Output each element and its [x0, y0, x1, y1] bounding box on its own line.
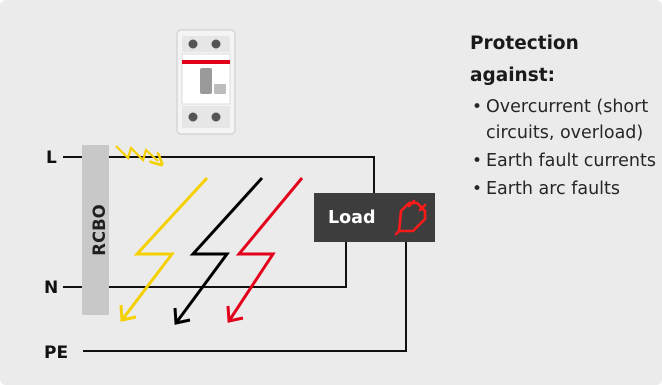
fault-arrow-black	[173, 176, 264, 325]
load-box: Load	[314, 193, 435, 242]
earth-wire	[83, 242, 407, 352]
protection-list: •Overcurrent (short circuits, overload) …	[470, 94, 660, 202]
earth-conductor-label: PE	[44, 343, 68, 363]
neutral-conductor-label: N	[44, 278, 58, 298]
plug-icon	[394, 199, 427, 236]
protection-item-arc-faults: Earth arc faults	[486, 179, 621, 199]
bullet-icon: •	[472, 179, 483, 199]
line-wire	[109, 156, 375, 193]
neutral-wire	[109, 242, 347, 288]
fault-arrow-red	[226, 177, 304, 323]
protection-item-overcurrent: Overcurrent (short circuits, overload)	[486, 97, 649, 143]
load-label: Load	[328, 208, 376, 228]
fault-arrow-yellow	[119, 176, 209, 322]
bullet-icon: •	[472, 151, 483, 171]
list-item: •Earth fault currents	[470, 148, 660, 174]
list-item: •Overcurrent (short circuits, overload)	[470, 94, 660, 146]
rcbo-label: RCBO	[90, 204, 109, 255]
protection-title: Protection against:	[470, 33, 579, 86]
protection-item-earth-fault: Earth fault currents	[486, 151, 657, 171]
protection-panel: Protection against: •Overcurrent (short …	[470, 28, 660, 204]
list-item: •Earth arc faults	[470, 176, 660, 202]
line-fault-spark	[115, 145, 158, 161]
bullet-icon: •	[472, 97, 483, 117]
rcbo-device-bar	[82, 145, 109, 315]
circuit-breaker-icon	[176, 29, 236, 135]
line-conductor-label: L	[46, 148, 57, 168]
